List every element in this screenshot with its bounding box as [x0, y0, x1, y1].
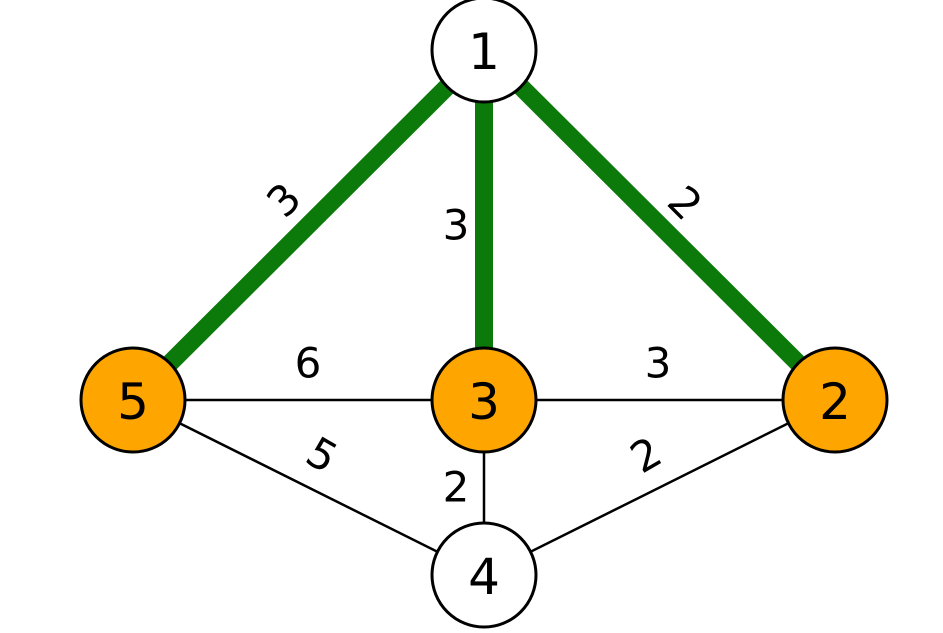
edge-weight-1-3: 3 [443, 201, 470, 250]
node-label-2: 2 [819, 373, 851, 431]
edge-weight-2-4: 2 [622, 427, 670, 483]
node-3: 3 [430, 346, 538, 454]
node-circle-4 [430, 521, 538, 629]
node-circle-1 [430, 0, 538, 104]
edge-5-4 [132, 398, 485, 577]
edges-layer [126, 43, 842, 577]
edge-weight-3-2: 3 [645, 339, 672, 388]
node-label-5: 5 [117, 373, 149, 431]
edge-1-2-tree [477, 43, 842, 407]
edge-weight-5-4: 5 [298, 427, 346, 483]
edge-2-4 [483, 398, 836, 577]
edge-1-5-tree [126, 43, 491, 407]
node-circle-2 [781, 346, 889, 454]
edge-weight-5-3: 6 [295, 339, 322, 388]
node-1: 1 [430, 0, 538, 104]
node-2: 2 [781, 346, 889, 454]
node-label-4: 4 [468, 548, 500, 606]
node-circle-5 [79, 346, 187, 454]
node-circle-3 [430, 346, 538, 454]
edge-weight-3-4: 2 [443, 463, 470, 512]
node-label-3: 3 [468, 373, 500, 431]
node-label-1: 1 [468, 23, 500, 81]
node-4: 4 [430, 521, 538, 629]
nodes-layer: 1 5 3 2 4 [79, 0, 889, 629]
node-5: 5 [79, 346, 187, 454]
